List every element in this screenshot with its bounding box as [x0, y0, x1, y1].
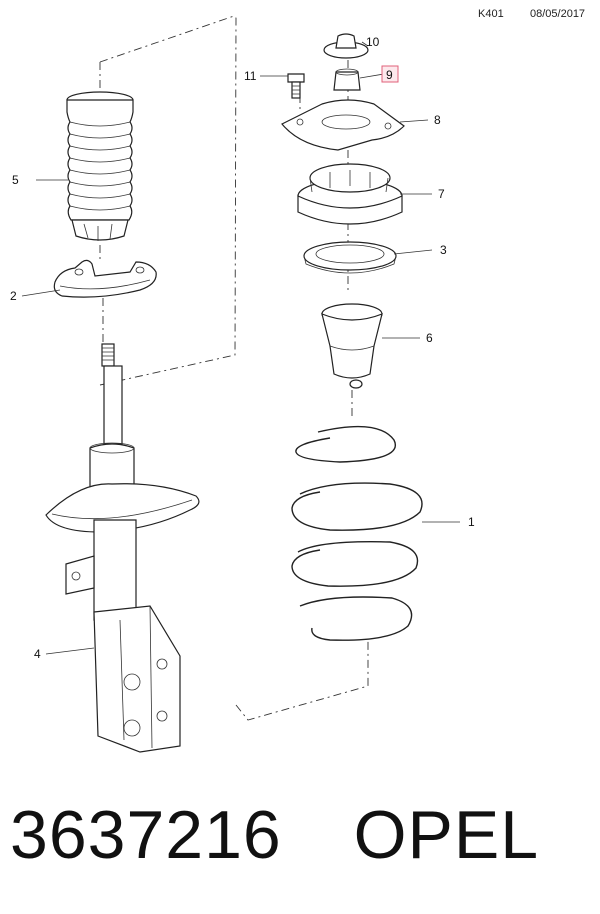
callout-2[interactable]: 2	[10, 289, 17, 303]
callout-1[interactable]: 1	[468, 515, 475, 529]
callout-11[interactable]: 11	[244, 69, 257, 83]
callout-4[interactable]: 4	[34, 647, 41, 661]
callout-5[interactable]: 5	[12, 173, 19, 187]
part-6-bumpstop	[321, 303, 383, 389]
footer-caption: 3637216 OPEL	[10, 796, 600, 886]
callout-3[interactable]: 3	[440, 243, 447, 257]
brand-name: OPEL	[353, 797, 540, 873]
part-number: 3637216	[10, 797, 282, 873]
part-4-strut	[45, 343, 200, 753]
part-7-bearing	[297, 163, 403, 225]
leader-lines	[21, 41, 460, 655]
highlight-box-9	[381, 65, 399, 83]
part-3-insulator	[303, 241, 397, 274]
part-9-nut	[333, 68, 361, 91]
diagram-date: 08/05/2017	[530, 8, 586, 20]
callout-9[interactable]: 9	[386, 68, 393, 82]
part-1-coil-spring	[291, 425, 423, 641]
callout-6[interactable]: 6	[426, 331, 433, 345]
part-10-cap	[323, 33, 369, 59]
part-2-plate	[53, 259, 157, 298]
part-5-bellows	[66, 91, 134, 241]
diagram-code: K401	[478, 8, 504, 20]
callout-8[interactable]: 8	[434, 113, 441, 127]
part-8-top-mount	[281, 99, 405, 151]
callout-7[interactable]: 7	[438, 187, 445, 201]
callout-10[interactable]: 10	[366, 35, 380, 49]
part-11-bolt	[287, 73, 305, 99]
